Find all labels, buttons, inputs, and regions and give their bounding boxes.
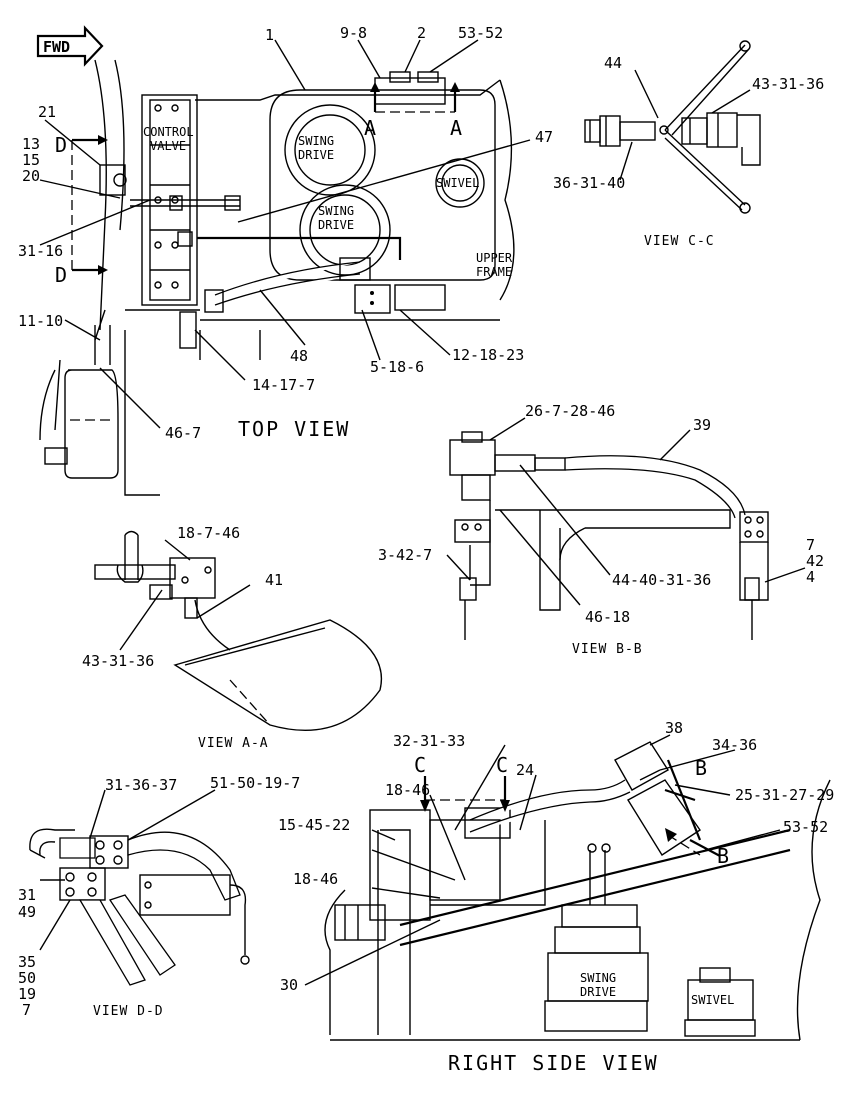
callout-26-7-28-46: 26-7-28-46 <box>525 402 615 420</box>
callout-19-dd: 19 <box>18 985 36 1003</box>
callout-32-31-33: 32-31-33 <box>393 732 465 750</box>
callout-43-31-36-aa: 43-31-36 <box>82 652 154 670</box>
callout-24: 24 <box>516 761 534 779</box>
view-d-d-title: VIEW D-D <box>93 1004 164 1019</box>
view-a-a-title: VIEW A-A <box>198 736 269 751</box>
section-b-marker-bottom: B <box>717 844 731 868</box>
callout-31-36-37: 31-36-37 <box>105 776 177 794</box>
swivel-label: SWIVEL <box>436 176 479 190</box>
section-a-marker-right: A <box>450 116 464 140</box>
swivel-rs-label: SWIVEL <box>691 993 734 1007</box>
swing-drive-lower-label-2: DRIVE <box>318 218 354 232</box>
callout-1: 1 <box>265 26 274 44</box>
swing-drive-lower-label-1: SWING <box>318 204 354 218</box>
callout-39: 39 <box>693 416 711 434</box>
callout-35-dd: 35 <box>18 953 36 971</box>
callout-5-18-6: 5-18-6 <box>370 358 424 376</box>
callout-14-17-7: 14-17-7 <box>252 376 315 394</box>
section-d-marker-bottom: D <box>55 263 69 287</box>
callout-9-8: 9-8 <box>340 24 367 42</box>
control-valve-label-2: VALVE <box>150 139 186 153</box>
swing-drive-upper-label-1: SWING <box>298 134 334 148</box>
fwd-label: FWD <box>43 38 70 56</box>
callout-42-bb: 42 <box>806 552 824 570</box>
callout-18-7-46: 18-7-46 <box>177 524 240 542</box>
solenoid-valve-aa <box>169 557 216 599</box>
callout-20: 20 <box>22 167 40 185</box>
section-d-marker-top: D <box>55 133 69 157</box>
swing-drive-rs-label-1: SWING <box>580 971 616 985</box>
section-a-marker-left: A <box>364 116 378 140</box>
top-view: CONTROL VALVE UPPER FRAME SWING DRIVE SW… <box>18 24 553 496</box>
callout-18-46-a: 18-46 <box>385 781 430 799</box>
view-b-b-title: VIEW B-B <box>572 642 643 657</box>
callout-25-31-27-29: 25-31-27-29 <box>735 786 834 804</box>
callout-53-52-top: 53-52 <box>458 24 503 42</box>
callout-13: 13 <box>22 135 40 153</box>
callout-3-42-7: 3-42-7 <box>378 546 432 564</box>
view-d-d: 31-36-37 51-50-19-7 31 49 35 50 19 7 VIE… <box>18 774 300 1019</box>
solenoid-valve-rs <box>614 741 669 791</box>
view-b-b: 26-7-28-46 39 3-42-7 7 42 4 44-40-31-36 … <box>378 402 824 657</box>
callout-34-36: 34-36 <box>712 736 757 754</box>
bucket-outline <box>173 619 383 732</box>
callout-2: 2 <box>417 24 426 42</box>
callout-50-dd: 50 <box>18 969 36 987</box>
callout-49-dd: 49 <box>18 903 36 921</box>
callout-46-18-bb: 46-18 <box>585 608 630 626</box>
callout-18-46-b: 18-46 <box>293 870 338 888</box>
callout-7-bb: 7 <box>806 536 815 554</box>
callout-38: 38 <box>665 719 683 737</box>
callout-41: 41 <box>265 571 283 589</box>
block-dd-upper <box>89 835 129 869</box>
valve-bank-rs <box>369 809 431 921</box>
section-c-marker-left: C <box>414 753 428 777</box>
view-c-c: 44 43-31-36 36-31-40 VIEW C-C <box>553 40 824 249</box>
callout-12-18-23: 12-18-23 <box>452 346 524 364</box>
solenoid-valve-bottom-left <box>354 284 391 314</box>
control-valve-label-1: CONTROL <box>143 125 194 139</box>
callout-15-45-22: 15-45-22 <box>278 816 350 834</box>
callout-44-cc: 44 <box>604 54 622 72</box>
section-b-marker-top: B <box>695 756 709 780</box>
callout-47: 47 <box>535 128 553 146</box>
right-side-view-title: RIGHT SIDE VIEW <box>448 1051 659 1075</box>
callout-36-31-40: 36-31-40 <box>553 174 625 192</box>
callout-15: 15 <box>22 151 40 169</box>
callout-46-7: 46-7 <box>165 424 201 442</box>
callout-4-bb: 4 <box>806 568 815 586</box>
view-c-c-title: VIEW C-C <box>644 234 715 249</box>
upper-frame-label-1: UPPER <box>476 251 513 265</box>
view-a-a: 18-7-46 41 43-31-36 VIEW A-A <box>82 524 383 751</box>
callout-30: 30 <box>280 976 298 994</box>
swing-drive-rs-label-2: DRIVE <box>580 985 616 999</box>
swing-drive-upper-label-2: DRIVE <box>298 148 334 162</box>
solenoid-valve-bottom-right <box>394 284 446 311</box>
callout-21: 21 <box>38 103 56 121</box>
swing-drive-upper <box>284 104 376 196</box>
callout-53-52-rs: 53-52 <box>783 818 828 836</box>
callout-31-16: 31-16 <box>18 242 63 260</box>
fwd-arrow: FWD <box>36 25 104 67</box>
callout-48: 48 <box>290 347 308 365</box>
callout-51-50-19-7: 51-50-19-7 <box>210 774 300 792</box>
top-view-title: TOP VIEW <box>238 417 350 441</box>
solenoid-valve-bb <box>449 439 496 476</box>
upper-frame-label-2: FRAME <box>476 265 512 279</box>
callout-7-dd: 7 <box>22 1001 31 1019</box>
section-c-marker-right: C <box>496 753 510 777</box>
right-side-view: B B C C SWING DRIVE SWIVEL 38 34- <box>278 719 834 1075</box>
callout-43-31-36-cc: 43-31-36 <box>752 75 824 93</box>
callout-44-40-31-36: 44-40-31-36 <box>612 571 711 589</box>
callout-11-10: 11-10 <box>18 312 63 330</box>
callout-31-dd: 31 <box>18 886 36 904</box>
